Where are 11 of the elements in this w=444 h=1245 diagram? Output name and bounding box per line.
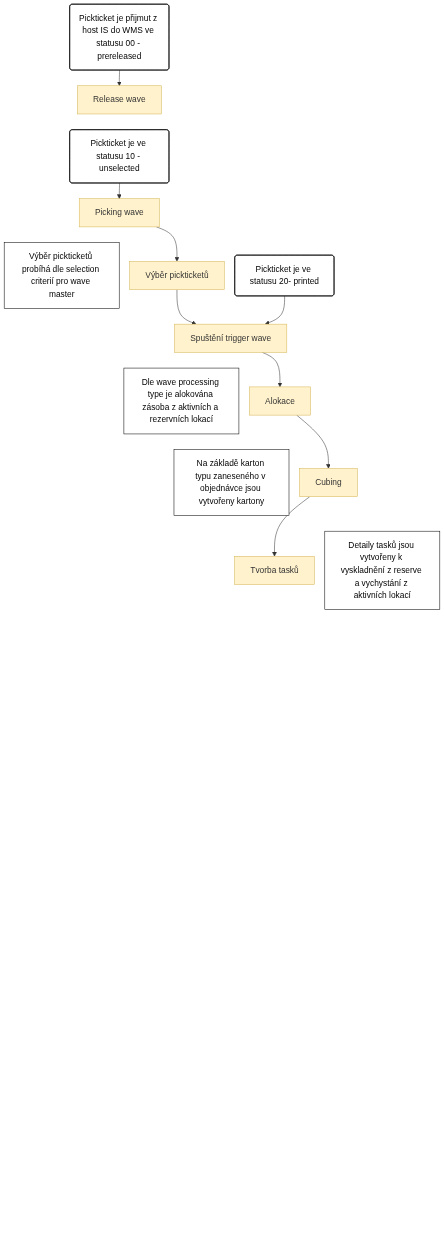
node-box: Cubing <box>299 468 358 497</box>
node-box: Spuštění trigger wave <box>174 323 288 353</box>
node-box: Picking wave <box>78 198 160 228</box>
node-box: Dle wave processing type je alokována zásoba z aktivních a rezervních lokací <box>123 367 240 435</box>
node-box: Výběr pickticketů <box>129 261 225 290</box>
node-box: Na základě karton typu zaneseného v objednávce jsou vytvořeny kartony <box>173 449 290 516</box>
node-box: Alokace <box>249 386 311 416</box>
node-box: Tvorba tasků <box>234 556 315 585</box>
node-box: Detaily tasků jsou vytvořeny k vyskladnění z reserve a vychystání z aktivních lokací <box>324 530 441 610</box>
node-box: Release wave <box>77 85 162 115</box>
node-box: Výběr pickticketů probíhá dle selection criterií pro wave master <box>3 242 120 309</box>
